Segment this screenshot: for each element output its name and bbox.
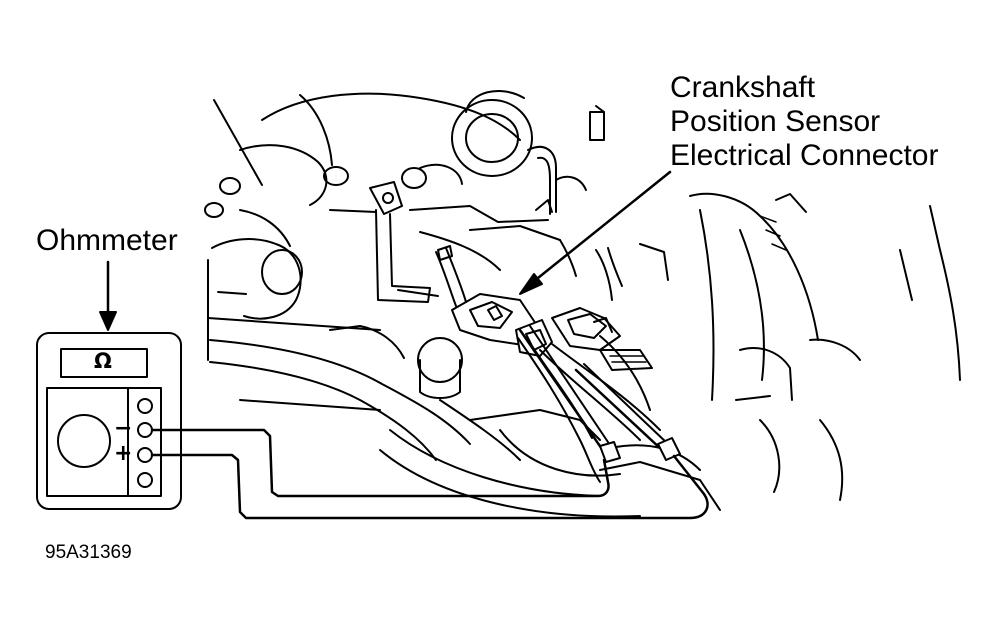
crankshaft-position-sensor-connector — [435, 245, 661, 483]
ohmmeter-arrow — [99, 260, 117, 331]
ohm-symbol: Ω — [94, 349, 112, 373]
callout-line-3: Electrical Connector — [670, 139, 939, 172]
terminal-minus-label: − — [114, 416, 133, 441]
callout-line-1: Crankshaft — [670, 71, 816, 104]
ohmmeter — [36, 332, 182, 510]
terminal-jack-4 — [137, 472, 153, 488]
terminal-jack-plus — [137, 447, 153, 463]
figure-id: 95A31369 — [45, 542, 132, 563]
terminal-plus-label: + — [114, 441, 133, 466]
terminal-jack-1 — [137, 398, 153, 414]
test-probes — [518, 325, 681, 463]
engine-linework — [204, 89, 961, 518]
terminal-jack-minus — [137, 422, 153, 438]
ohmmeter-label: Ohmmeter — [36, 224, 178, 257]
callout-arrow — [519, 170, 672, 295]
ohmmeter-dial — [57, 414, 111, 468]
ohmmeter-display — [60, 348, 148, 378]
test-leads — [150, 428, 709, 520]
callout-line-2: Position Sensor — [670, 105, 881, 138]
